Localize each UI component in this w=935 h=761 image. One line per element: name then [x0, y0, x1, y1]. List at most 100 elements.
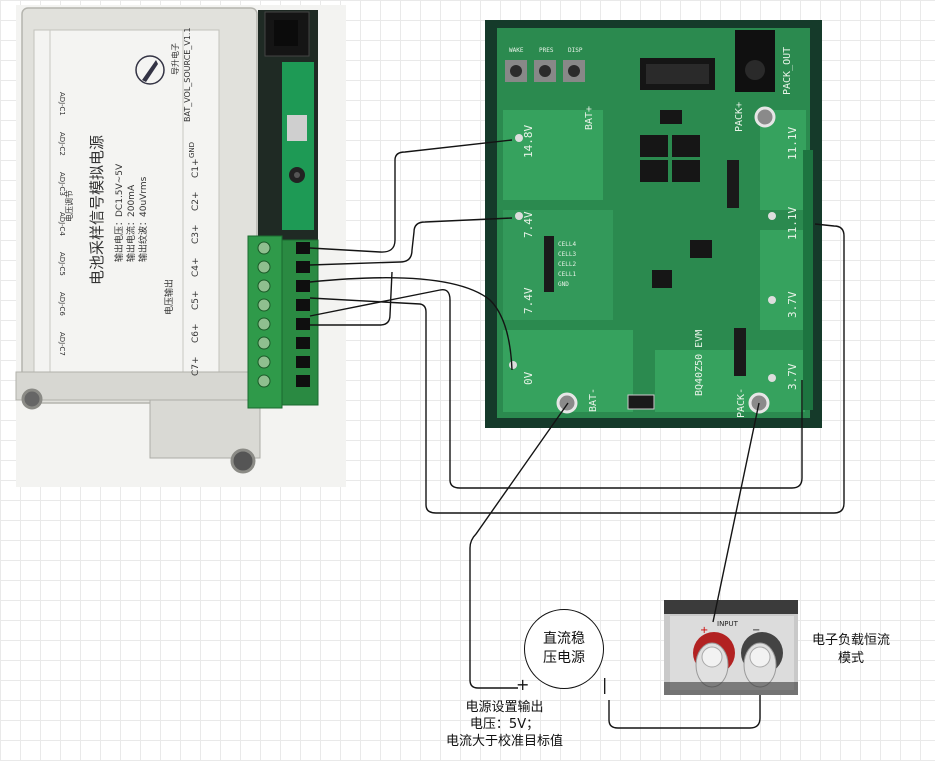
output-label: C7+ [191, 356, 201, 376]
psu-name-line-1: 直流稳 [543, 631, 585, 647]
adj-pot-label: ADJ-C1 [58, 92, 66, 116]
pad-label-7-4v-a: 7.4V [522, 211, 535, 238]
screw-terminal [257, 317, 271, 331]
adj-pot-label: ADJ-C3 [58, 172, 66, 196]
pcb-push-buttons [505, 60, 585, 82]
dc-power-supply: 直流稳 压电源 [524, 609, 604, 689]
terminal-socket [296, 299, 310, 311]
module-adj-label: 电压调节 [64, 190, 74, 222]
voltage-module-photo: 电池采样信号模拟电源 输出电压：DC1.5V~5V 输出电流：200mA 输出纹… [15, 5, 346, 487]
psu-settings-note: 电源设置输出 电压：5V； 电流大于校准目标值 [446, 699, 563, 750]
output-label: C3+ [191, 224, 201, 244]
load-terminal-minus [741, 632, 783, 688]
load-plus-mark: + [700, 625, 708, 636]
wire-gnd [310, 271, 393, 326]
board-chip-label: BQ40Z50 EVM [694, 330, 705, 396]
output-labels: C1+ C2+ C3+ C4+ C5+ C6+ C7+ [191, 158, 201, 376]
screw-terminal [257, 336, 271, 350]
screw-terminal [257, 298, 271, 312]
adj-pot-label: ADJ-C7 [58, 332, 66, 356]
terminal-socket [296, 318, 310, 330]
load-caption-line-2: 模式 [838, 651, 865, 666]
adj-pot-labels: ADJ-C1ADJ-C2ADJ-C3ADJ-C4ADJ-C5ADJ-C6ADJ-… [58, 92, 66, 356]
module-model: BAT_VOL_SOURCE_V1.1 [183, 27, 192, 122]
screw-terminal [257, 241, 271, 255]
cell-pin-label: GND [558, 281, 569, 288]
psu-settings-line-1: 电源设置输出 [465, 700, 544, 715]
pad-label-bat-minus: BAT- [588, 388, 599, 412]
psu-name-line-2: 压电源 [543, 650, 585, 666]
button-label-wake: WAKE [509, 47, 524, 54]
wire-psu-plus-to-bat-minus [469, 402, 569, 689]
wire-c1-to-14-8v [309, 139, 513, 253]
module-output-label: 电压输出 [163, 279, 175, 315]
output-label: C2+ [191, 191, 201, 211]
wire-c4-to-11-1v [309, 223, 845, 514]
rocket-logo-icon [135, 55, 165, 85]
electronic-load-photo: INPUT + − [664, 600, 798, 695]
pad-label-0v: 0V [522, 371, 535, 385]
pad-label-3-7v-a: 3.7V [786, 291, 799, 318]
terminal-socket [296, 280, 310, 292]
terminal-socket [296, 375, 310, 387]
output-label: C1+ [191, 158, 201, 178]
wire-c3-to-0v [309, 277, 513, 371]
module-spec-current: 输出电流：200mA [125, 184, 137, 262]
button-label-disp: DISP [568, 47, 583, 54]
terminal-socket [296, 242, 310, 254]
adj-pot-label: ADJ-C6 [58, 292, 66, 316]
output-label: C6+ [191, 323, 201, 343]
screw-terminal [257, 279, 271, 293]
pad-label-pack-plus: PACK+ [734, 102, 745, 132]
adj-pot-label: ADJ-C2 [58, 132, 66, 156]
pad-label-11-1v-a: 11.1V [786, 127, 799, 160]
button-label-pres: PRES [539, 47, 554, 54]
load-minus-mark: − [752, 625, 760, 636]
psu-minus-terminal: | [602, 675, 608, 694]
pad-label-7-4v-b: 7.4V [522, 287, 535, 314]
terminal-socket [296, 337, 310, 349]
cell-pin-label: CELL4 [558, 241, 576, 248]
wire-pack-minus-to-load-plus [712, 402, 760, 623]
wire-c5-to-3-7v [309, 289, 803, 489]
module-brand: 导升电子 [170, 43, 180, 75]
terminal-socket [296, 261, 310, 273]
pad-label-bat-plus: BAT+ [584, 106, 595, 130]
wire-psu-minus-to-load-minus [608, 695, 761, 729]
cell-pin-label: CELL1 [558, 271, 576, 278]
load-caption-line-1: 电子负载恒流 [812, 633, 891, 648]
load-panel-label: INPUT [717, 620, 739, 628]
electronic-load-caption: 电子负载恒流 模式 [812, 632, 890, 668]
wires [309, 139, 845, 729]
pcb-mounting-holes [509, 106, 776, 414]
cell-pin-label: CELL3 [558, 251, 576, 258]
screw-terminal [257, 260, 271, 274]
psu-plus-terminal: + [516, 675, 530, 694]
pad-label-11-1v-b: 11.1V [786, 207, 799, 240]
module-spec-voltage: 输出电压：DC1.5V~5V [113, 163, 125, 262]
wire-c2-to-7-4v [309, 217, 513, 266]
screw-terminal [257, 374, 271, 388]
output-label: C5+ [191, 290, 201, 310]
load-terminal-plus [693, 632, 735, 688]
adj-pot-label: ADJ-C4 [58, 212, 66, 236]
screw-terminals [257, 241, 310, 388]
pad-label-3-7v-b: 3.7V [786, 363, 799, 390]
pad-label-pack-out: PACK_OUT [782, 47, 793, 95]
terminal-socket [296, 356, 310, 368]
module-gnd-label: GND [188, 142, 196, 158]
psu-settings-line-2: 电压：5V； [469, 717, 540, 732]
module-spec-ripple: 输出纹波：40uVrms [137, 176, 149, 262]
module-title: 电池采样信号模拟电源 [88, 135, 106, 285]
psu-settings-line-3: 电流大于校准目标值 [446, 734, 564, 749]
cell-pin-label: CELL2 [558, 261, 576, 268]
output-label: C4+ [191, 257, 201, 277]
pad-label-14-8v: 14.8V [522, 125, 535, 158]
module-terminal-block [247, 235, 319, 409]
pad-label-pack-minus: PACK- [736, 388, 747, 418]
adj-pot-label: ADJ-C5 [58, 252, 66, 276]
screw-terminal [257, 355, 271, 369]
